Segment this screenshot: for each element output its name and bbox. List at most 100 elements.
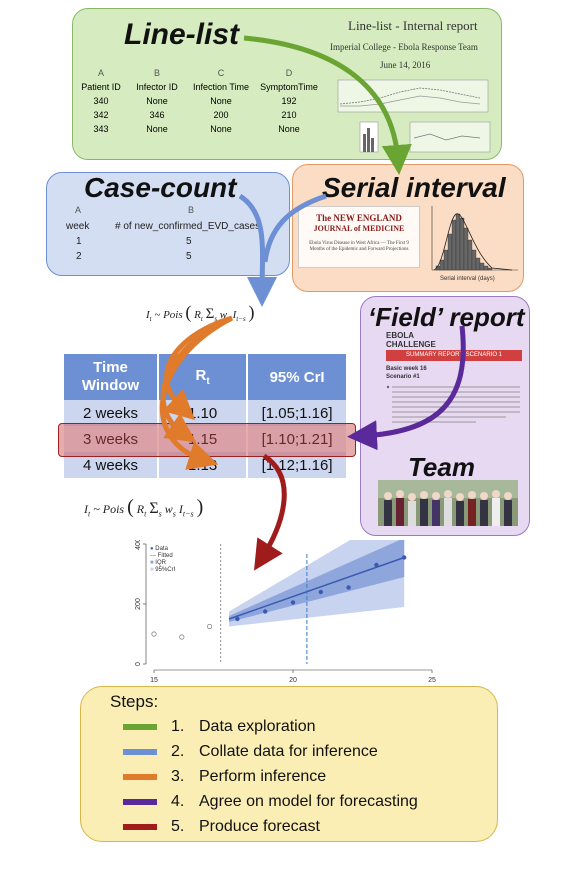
- formula-sub-t: t: [144, 509, 147, 519]
- past-data-point: [179, 634, 185, 640]
- formula-sub-ts: t−s: [236, 315, 246, 324]
- rt-estimates-table: Time Window Rt 95% CrI 2 weeks 1.10 [1.0…: [64, 354, 346, 478]
- iqr-band: [229, 540, 405, 622]
- col-letter: A: [97, 68, 104, 78]
- casecount-col-letter: B: [188, 205, 195, 215]
- arrow-casecount-to-formula: [238, 193, 278, 307]
- step-item: 1.Data exploration: [123, 716, 316, 738]
- step-number: 1.: [171, 718, 185, 735]
- journal-name-line1: The NEW ENGLAND: [316, 213, 402, 223]
- casecount-header: # of new_confirmed_EVD_cases: [115, 221, 261, 232]
- rt-header-row: Time Window Rt 95% CrI: [64, 354, 346, 400]
- journal-article: Ebola Virus Disease in West Africa — The…: [309, 241, 409, 252]
- table-header: Patient ID: [81, 82, 121, 92]
- data-point: [263, 609, 268, 614]
- poisson-formula-1: It ~ Pois ( Rt Σs ws It−s ): [146, 302, 255, 324]
- rt-cell: [1.05;1.16]: [247, 400, 346, 426]
- table-cell: 342: [93, 110, 109, 120]
- report-line1: Basic week 16: [386, 366, 427, 372]
- formula-w: w: [219, 309, 228, 321]
- formula-sub-ts: t−s: [182, 509, 194, 519]
- arrow-data-exploration: [243, 35, 412, 175]
- step-number: 5.: [171, 818, 185, 835]
- col-letter: D: [285, 68, 293, 78]
- arrow-formula-to-4weeks: [159, 315, 234, 470]
- field-title: ‘Field’ report: [368, 302, 525, 332]
- table-cell: 346: [149, 110, 165, 120]
- formula-sub-t: t: [149, 315, 152, 324]
- past-data-point: [151, 631, 157, 637]
- data-point: [235, 616, 240, 622]
- col-letter: C: [217, 68, 225, 78]
- step-color-line: [123, 724, 157, 730]
- formula-pois: Pois: [163, 309, 183, 321]
- table-cell: 210: [281, 110, 297, 120]
- formula-I: I: [84, 502, 88, 516]
- legend-cri: ■ 95%CrI: [150, 567, 176, 573]
- formula-sim: ~: [154, 309, 161, 321]
- legend-fitted-label: Fitted: [157, 553, 173, 559]
- journal-name-line2: JOURNAL of MEDICINE: [313, 224, 405, 233]
- step-label: Produce forecast: [199, 818, 320, 835]
- table-cell: None: [146, 124, 168, 134]
- formula-I2: I: [232, 309, 237, 321]
- table-cell: None: [210, 96, 232, 106]
- formula-R: R: [194, 309, 201, 321]
- formula-sub-s: s: [172, 509, 176, 519]
- data-point: [290, 600, 296, 605]
- table-cell: 340: [93, 96, 109, 106]
- casecount-cell: 1: [76, 236, 82, 247]
- linelist-header-row: Patient ID Infector ID Infection Time Sy…: [74, 80, 322, 94]
- table-header: Infection Time: [192, 82, 250, 92]
- step-item: 5. Produce forecast: [123, 816, 320, 838]
- step-item: 2. Collate data for inference: [123, 741, 378, 763]
- table-cell: 192: [281, 96, 297, 106]
- rt-cell: 2 weeks: [64, 400, 160, 426]
- step-label: Perform inference: [199, 768, 327, 785]
- casecount-col-letter: A: [75, 205, 82, 215]
- casecount-cell: 5: [186, 236, 192, 247]
- team-label: Team: [408, 452, 475, 482]
- table-header: SymptomTime: [260, 82, 318, 92]
- table-header: Infector ID: [136, 82, 178, 92]
- arrow-3weeks-to-forecast: [253, 453, 287, 571]
- legend-data: ● Data: [150, 546, 168, 552]
- legend-iqr-label: IQR: [155, 560, 166, 566]
- report-title: Line-list - Internal report: [348, 18, 478, 33]
- step-item: 3.Perform inference: [123, 766, 326, 788]
- step-number: 2.: [171, 743, 185, 760]
- linelist-title: Line-list: [124, 18, 240, 51]
- legend-iqr: ■ IQR: [150, 560, 166, 566]
- table-cell: None: [278, 124, 300, 134]
- table-row: 343 None None None: [74, 122, 322, 136]
- linelist-col-letters: A B C D: [74, 66, 322, 80]
- data-point: [346, 585, 351, 590]
- ebola-challenge-logo: EBOLA CHALLENGE: [386, 331, 436, 349]
- y-tick-label: 0: [135, 662, 142, 666]
- rt-header-r-label: R: [195, 367, 207, 384]
- formula-sub-t: t: [88, 509, 91, 519]
- formula-sim: ~: [93, 502, 100, 516]
- casecount-cell: 2: [76, 251, 82, 262]
- col-letter: B: [153, 68, 160, 78]
- legend-cri-label: 95%CrI: [155, 567, 176, 573]
- step-color-line: [123, 824, 157, 830]
- step-number: 4.: [171, 793, 185, 810]
- report-line2: Scenario #1: [386, 374, 420, 380]
- arrow-serial-to-formula: [262, 193, 327, 263]
- table-cell: 343: [93, 124, 109, 134]
- y-tick-label: 200: [135, 598, 142, 610]
- formula-w: w: [164, 502, 173, 516]
- data-point: [374, 562, 379, 568]
- data-point: [318, 589, 323, 595]
- step-color-line: [123, 799, 157, 805]
- step-item: 4.Agree on model for forecasting: [123, 791, 418, 813]
- casecount-header: week: [66, 221, 90, 232]
- data-point: [402, 555, 407, 560]
- past-data-point: [207, 623, 213, 630]
- linelist-table: A B C D Patient ID Infector ID Infection…: [74, 66, 322, 136]
- steps-panel: [80, 686, 498, 842]
- step-label: Collate data for inference: [199, 743, 378, 760]
